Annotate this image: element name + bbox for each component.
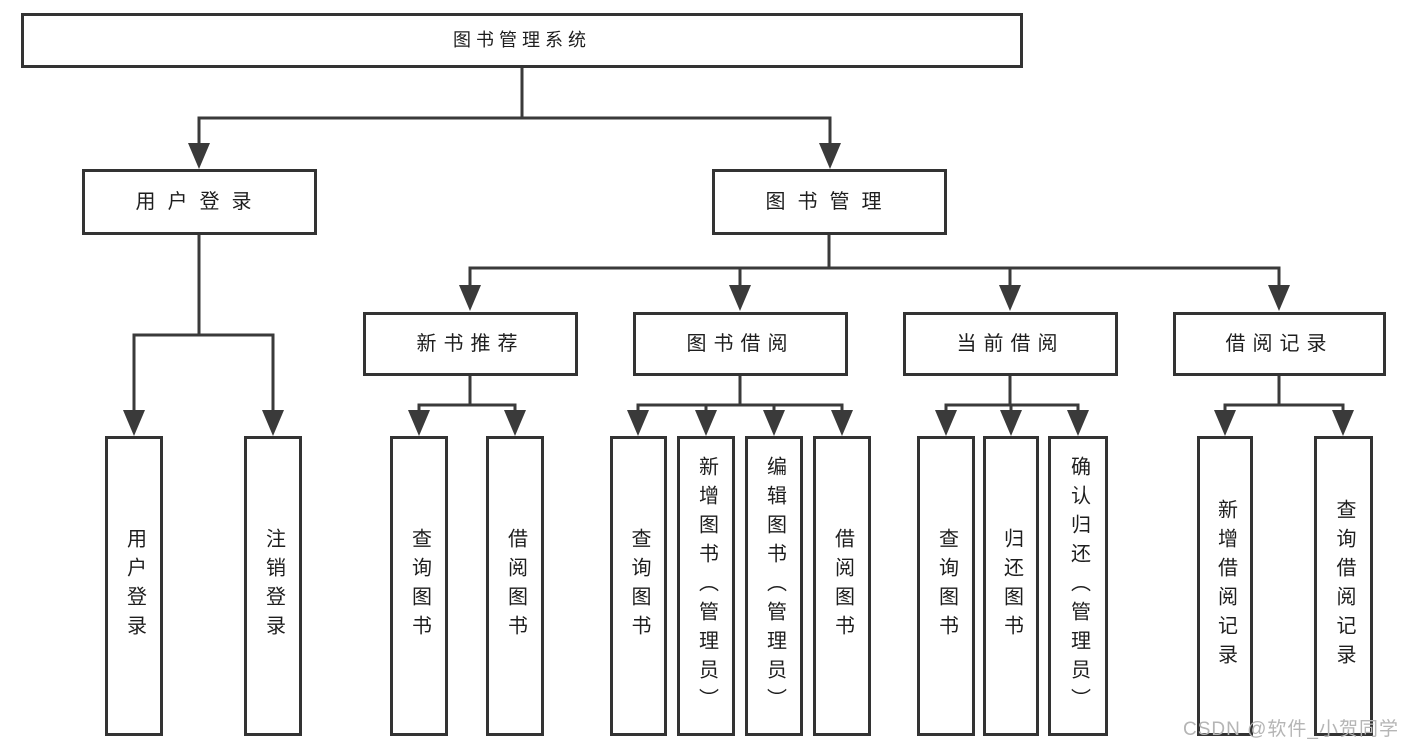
leaf-query-books-current: 查询图书 xyxy=(917,436,975,736)
node-new-book-recommendation-label: 新书推荐 xyxy=(416,333,525,355)
leaf-query-borrow-record-label: 查询借阅记录 xyxy=(1333,499,1355,673)
arrowhead-down-icon xyxy=(1268,285,1290,311)
node-new-book-recommendation: 新书推荐 xyxy=(363,312,578,376)
leaf-add-books-admin: 新增图书（管理员） xyxy=(677,436,735,736)
leaf-edit-books-admin: 编辑图书（管理员） xyxy=(745,436,803,736)
connector-current-borrowing-to-leaves xyxy=(944,376,1080,413)
leaf-confirm-return-admin: 确认归还（管理员） xyxy=(1048,436,1108,736)
arrowhead-down-icon xyxy=(504,410,526,436)
leaf-logout: 注销登录 xyxy=(244,436,302,736)
leaf-return-books: 归还图书 xyxy=(983,436,1039,736)
leaf-query-books-borrowing: 查询图书 xyxy=(610,436,667,736)
leaf-borrow-books-borrowing: 借阅图书 xyxy=(813,436,871,736)
leaf-edit-books-admin-label: 编辑图书（管理员） xyxy=(763,455,786,717)
node-user-login-label: 用户登录 xyxy=(135,191,264,213)
arrowhead-down-icon xyxy=(459,285,481,311)
arrowhead-down-icon xyxy=(819,143,841,169)
node-library-system: 图书管理系统 xyxy=(21,13,1023,68)
node-current-borrowing: 当前借阅 xyxy=(903,312,1118,376)
arrowhead-down-icon xyxy=(763,410,785,436)
csdn-watermark: CSDN @软件_小贺同学 xyxy=(1183,719,1399,740)
node-book-borrowing-label: 图书借阅 xyxy=(686,333,795,355)
leaf-user-login: 用户登录 xyxy=(105,436,163,736)
arrowhead-down-icon xyxy=(262,410,284,436)
arrowhead-down-icon xyxy=(188,143,210,169)
arrowhead-down-icon xyxy=(627,410,649,436)
leaf-borrow-books-borrowing-label: 借阅图书 xyxy=(831,528,854,644)
connector-book-borrowing-to-leaves xyxy=(636,376,844,413)
node-borrowing-records: 借阅记录 xyxy=(1173,312,1386,376)
arrowhead-down-icon xyxy=(935,410,957,436)
arrowhead-down-icon xyxy=(1332,410,1354,436)
leaf-query-books-borrowing-label: 查询图书 xyxy=(628,528,650,644)
connector-book-management-to-level2 xyxy=(468,235,1281,288)
arrowhead-down-icon xyxy=(695,410,717,436)
arrowhead-down-icon xyxy=(999,285,1021,311)
arrowhead-down-icon xyxy=(1214,410,1236,436)
leaf-query-borrow-record: 查询借阅记录 xyxy=(1314,436,1373,736)
leaf-add-books-admin-label: 新增图书（管理员） xyxy=(695,455,718,717)
leaf-add-borrow-record-label: 新增借阅记录 xyxy=(1214,499,1237,673)
node-current-borrowing-label: 当前借阅 xyxy=(956,333,1065,355)
leaf-logout-label: 注销登录 xyxy=(262,528,285,644)
arrowhead-down-icon xyxy=(408,410,430,436)
leaf-query-books-current-label: 查询图书 xyxy=(935,528,958,644)
connector-root-to-level1 xyxy=(197,68,832,146)
node-library-system-label: 图书管理系统 xyxy=(453,29,591,50)
node-borrowing-records-label: 借阅记录 xyxy=(1225,333,1334,355)
node-book-management: 图书管理 xyxy=(712,169,947,235)
arrowhead-down-icon xyxy=(1000,410,1022,436)
arrowhead-down-icon xyxy=(1067,410,1089,436)
leaf-add-borrow-record: 新增借阅记录 xyxy=(1197,436,1253,736)
connector-user-login-to-leaves xyxy=(132,235,275,413)
node-book-management-label: 图书管理 xyxy=(765,191,894,213)
arrowhead-down-icon xyxy=(123,410,145,436)
leaf-return-books-label: 归还图书 xyxy=(1000,528,1023,644)
arrowhead-down-icon xyxy=(729,285,751,311)
leaf-user-login-label: 用户登录 xyxy=(123,528,146,644)
leaf-query-books-recommend: 查询图书 xyxy=(390,436,448,736)
connector-borrow-records-to-leaves xyxy=(1223,376,1345,413)
node-book-borrowing: 图书借阅 xyxy=(633,312,848,376)
leaf-borrow-books-recommend-label: 借阅图书 xyxy=(504,528,527,644)
node-user-login: 用户登录 xyxy=(82,169,317,235)
leaf-confirm-return-admin-label: 确认归还（管理员） xyxy=(1067,455,1090,717)
arrowhead-down-icon xyxy=(831,410,853,436)
connector-new-book-to-leaves xyxy=(417,376,517,413)
leaf-query-books-recommend-label: 查询图书 xyxy=(408,528,431,644)
leaf-borrow-books-recommend: 借阅图书 xyxy=(486,436,544,736)
